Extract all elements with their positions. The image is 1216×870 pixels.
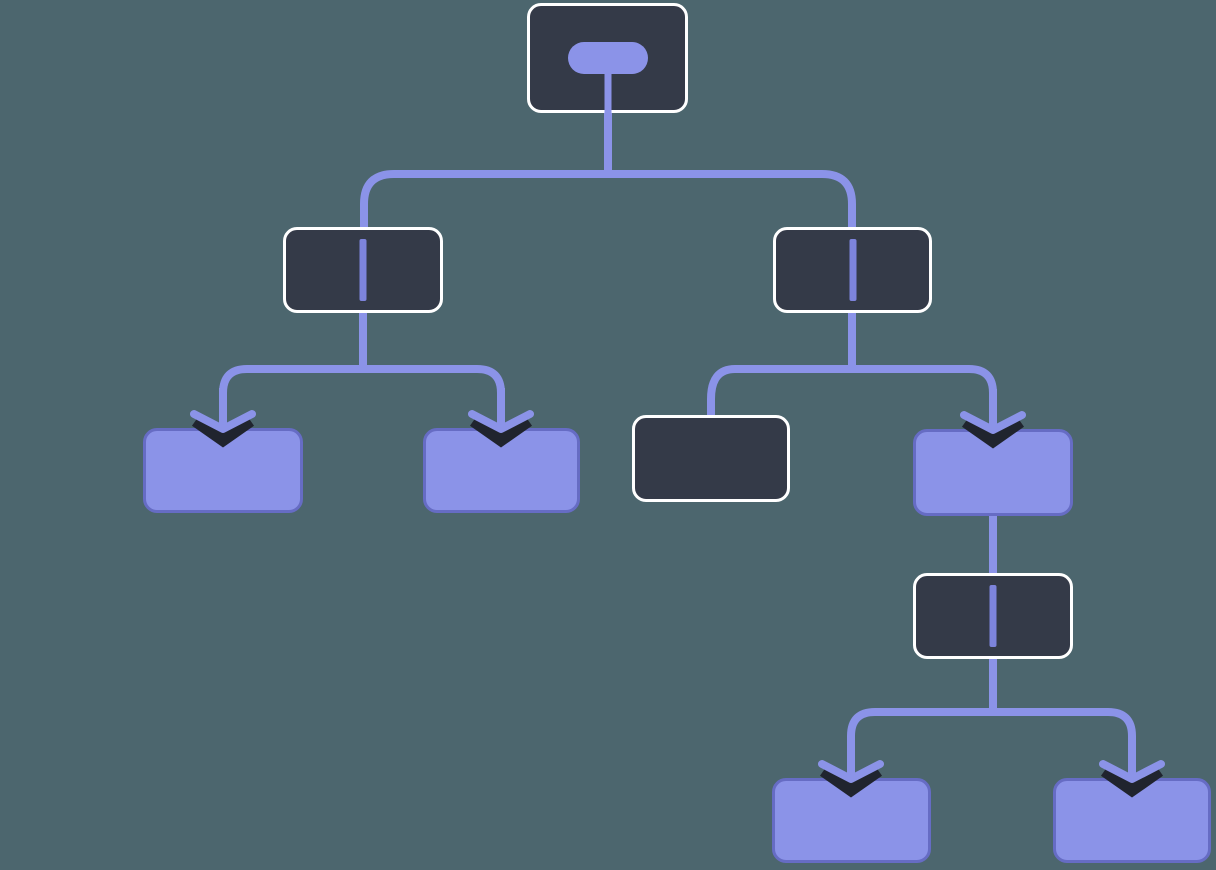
pill-icon bbox=[567, 42, 648, 74]
node-root[interactable] bbox=[527, 3, 688, 116]
pill-stem-icon bbox=[604, 70, 611, 116]
arrow-black-chevron bbox=[819, 764, 883, 798]
chevron-down-arrow-icon[interactable] bbox=[461, 388, 541, 452]
vertical-bar-icon bbox=[849, 239, 856, 301]
arrow-purple-chevron bbox=[818, 760, 884, 783]
arrow-purple-chevron bbox=[190, 410, 256, 433]
node-branch-left[interactable] bbox=[283, 227, 443, 313]
arrow-black-chevron bbox=[469, 414, 533, 448]
edge-branch-right-split[interactable] bbox=[707, 365, 997, 415]
vertical-bar-icon bbox=[359, 239, 367, 301]
node-plain[interactable] bbox=[632, 415, 790, 502]
chevron-down-arrow-icon[interactable] bbox=[811, 738, 891, 802]
edge-branch-lower-split[interactable] bbox=[847, 708, 1136, 746]
chevron-down-arrow-icon[interactable] bbox=[953, 389, 1033, 453]
node-branch-lower[interactable] bbox=[913, 573, 1073, 659]
vertical-bar-icon bbox=[989, 585, 997, 647]
arrow-purple-chevron bbox=[1099, 760, 1165, 783]
arrow-purple-chevron bbox=[960, 411, 1026, 434]
edge-branch-left-split[interactable] bbox=[219, 365, 505, 397]
arrow-black-chevron bbox=[191, 414, 255, 448]
chevron-down-arrow-icon[interactable] bbox=[183, 388, 263, 452]
arrow-purple-chevron bbox=[468, 410, 534, 433]
chevron-down-arrow-icon[interactable] bbox=[1092, 738, 1172, 802]
edge-root-split[interactable] bbox=[360, 170, 856, 227]
arrow-black-chevron bbox=[1100, 764, 1164, 798]
node-branch-right[interactable] bbox=[773, 227, 932, 313]
arrow-black-chevron bbox=[961, 415, 1025, 449]
